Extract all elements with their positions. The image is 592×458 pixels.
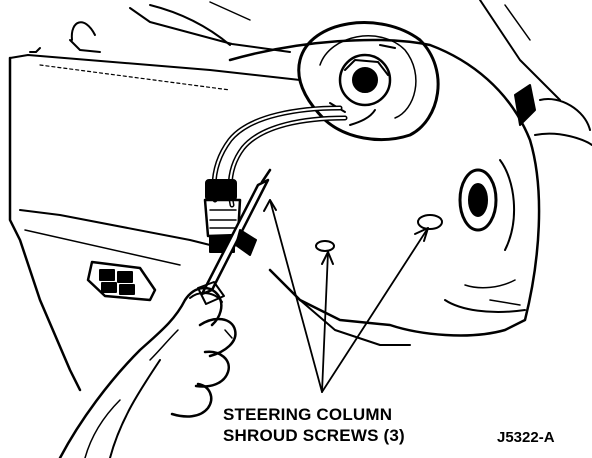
steering-column-shroud — [228, 38, 592, 346]
wiring-harness — [211, 105, 376, 208]
callout-leader-lines — [263, 199, 429, 393]
figure-code: J5322-A — [497, 429, 555, 446]
screws-callout-label: STEERING COLUMN SHROUD SCREWS (3) — [223, 404, 405, 446]
dashboard-panel — [8, 0, 561, 392]
hand — [58, 286, 237, 458]
callout-line-2: SHROUD SCREWS (3) — [223, 426, 405, 445]
callout-line-1: STEERING COLUMN — [223, 405, 393, 424]
switch-pod — [86, 260, 157, 302]
